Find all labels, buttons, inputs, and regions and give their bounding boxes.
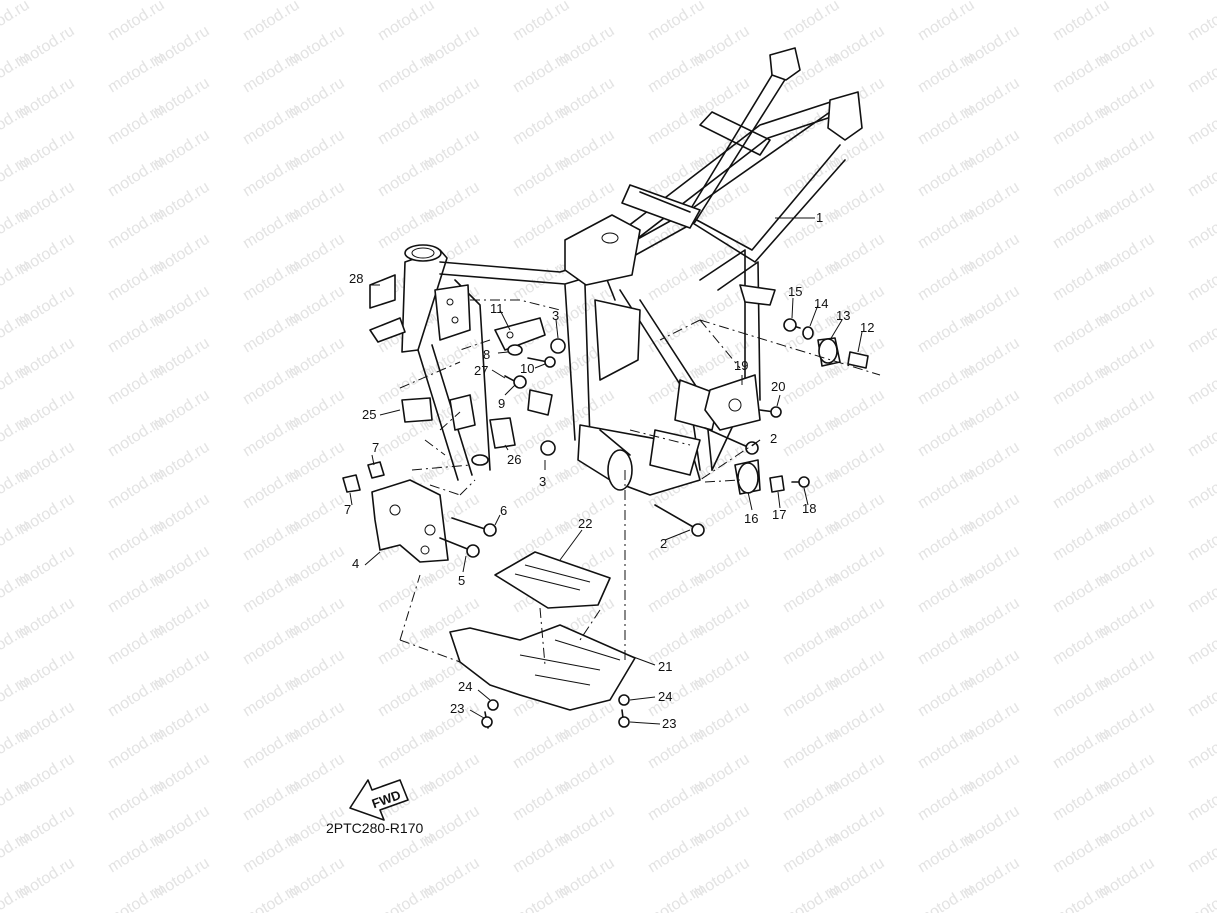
callout-4: 4 [352,556,359,571]
callout-7b: 7 [344,502,351,517]
guard-26 [489,417,516,449]
callout-24a: 24 [458,679,472,694]
callout-28: 28 [349,271,363,286]
bracket-19 [704,374,761,431]
nut-3-upper [550,338,566,354]
washer-14 [802,326,814,340]
bolt-5 [439,537,471,551]
callout-3a: 3 [552,308,559,323]
callout-17: 17 [772,507,786,522]
callout-7a: 7 [372,440,379,455]
diagram-code: 2PTC280-R170 [326,820,424,836]
nut-7-upper [367,461,385,479]
callout-23a: 23 [450,701,464,716]
callout-5: 5 [458,573,465,588]
collar-24-right [618,694,630,706]
callout-8: 8 [483,347,490,362]
callout-18: 18 [802,501,816,516]
bracket-11 [494,317,546,351]
plate-22 [494,551,611,609]
callout-23b: 23 [662,716,676,731]
label-sticker [369,274,396,309]
nut-7-lower [342,474,361,493]
nut-3-lower [540,440,556,456]
callout-labels: 1 2 2 3 3 4 5 6 7 7 8 9 10 11 12 13 14 1… [344,210,874,731]
callout-6: 6 [500,503,507,518]
callout-20: 20 [771,379,785,394]
bracket-25 [401,397,433,423]
callout-13: 13 [836,308,850,323]
bolt-6 [451,517,489,531]
callout-27: 27 [474,363,488,378]
engine-bracket-4 [371,479,449,563]
callout-19: 19 [734,358,748,373]
callout-11: 11 [490,301,504,316]
main-frame [369,47,863,496]
callout-12: 12 [860,320,874,335]
callout-22: 22 [578,516,592,531]
callout-2a: 2 [770,431,777,446]
collar-8 [507,344,523,356]
callout-26: 26 [507,452,521,467]
collar-17 [769,475,785,493]
callout-24b: 24 [658,689,672,704]
skid-plate-21 [449,624,636,711]
callout-9: 9 [498,396,505,411]
callout-10: 10 [520,361,534,376]
collar-24-left [487,699,499,711]
callout-3b: 3 [539,474,546,489]
bolt-2-upper [704,427,751,449]
callout-1: 1 [816,210,823,225]
callout-16: 16 [744,511,758,526]
callout-14: 14 [814,296,828,311]
fwd-arrow-icon: FWD [349,779,409,821]
callout-25: 25 [362,407,376,422]
callout-21: 21 [658,659,672,674]
callout-15: 15 [788,284,802,299]
callout-2b: 2 [660,536,667,551]
bolt-2-lower [654,504,696,529]
collar-12 [847,351,869,369]
